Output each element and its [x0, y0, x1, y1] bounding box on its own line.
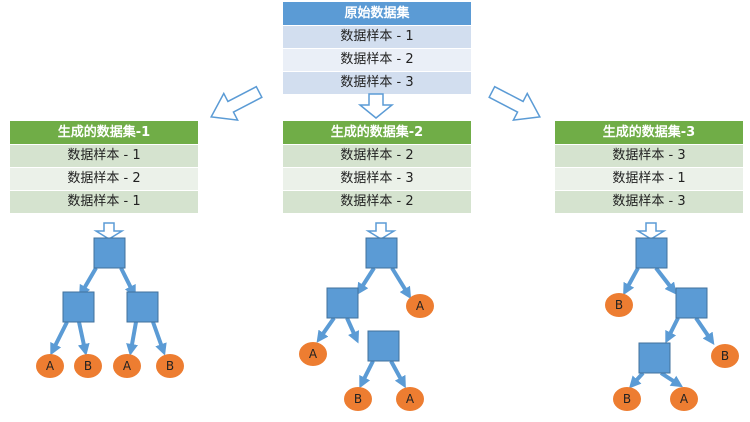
- leaf-node: [605, 293, 633, 317]
- generated-sample-row: 数据样本 - 2: [283, 144, 471, 167]
- tree-root-node: [93, 237, 126, 269]
- leaf-node: [299, 342, 327, 366]
- original-sample-row: 数据样本 - 1: [283, 25, 471, 48]
- original-dataset-table: 原始数据集 数据样本 - 1 数据样本 - 2 数据样本 - 3: [283, 2, 471, 94]
- tree-edge: [694, 316, 715, 345]
- tree-edge: [316, 316, 336, 343]
- block-arrow-left: [209, 85, 263, 121]
- leaf-node: [406, 294, 434, 318]
- generated-dataset-3-table: 生成的数据集-3 数据样本 - 3 数据样本 - 1 数据样本 - 3: [555, 121, 743, 213]
- tree-internal-node: [675, 287, 708, 319]
- tree-internal-node: [62, 291, 95, 323]
- leaf-label: B: [166, 359, 174, 373]
- tree-root-node: [635, 237, 668, 269]
- block-arrow-down-tree-1: [93, 222, 125, 240]
- tree-edge: [623, 267, 640, 296]
- tree-edge: [359, 360, 375, 389]
- generated-dataset-1-table: 生成的数据集-1 数据样本 - 1 数据样本 - 2 数据样本 - 1: [10, 121, 198, 213]
- leaf-label: A: [406, 392, 415, 406]
- decision-tree-3: B B B A: [605, 237, 739, 411]
- leaf-label: B: [84, 359, 92, 373]
- generated-dataset-2-title: 生成的数据集-2: [283, 121, 471, 144]
- tree-edge: [389, 360, 406, 389]
- leaf-label: A: [309, 347, 318, 361]
- original-dataset-title: 原始数据集: [283, 2, 471, 25]
- tree-internal-node: [367, 330, 400, 362]
- generated-sample-row: 数据样本 - 3: [555, 190, 743, 213]
- leaf-node: [613, 387, 641, 411]
- tree-edge: [665, 317, 680, 344]
- generated-sample-row: 数据样本 - 2: [283, 190, 471, 213]
- leaf-label: A: [46, 359, 55, 373]
- tree-edge: [356, 266, 376, 296]
- tree-edge: [659, 371, 684, 388]
- leaf-label: A: [680, 392, 689, 406]
- generated-dataset-1-title: 生成的数据集-1: [10, 121, 198, 144]
- block-arrow-down-tree-2: [365, 222, 397, 240]
- generated-sample-row: 数据样本 - 1: [555, 167, 743, 190]
- block-arrow-down-center: [357, 93, 395, 119]
- generated-sample-row: 数据样本 - 1: [10, 144, 198, 167]
- tree-edge: [77, 321, 90, 356]
- generated-sample-row: 数据样本 - 3: [283, 167, 471, 190]
- decision-tree-2: A A B A: [299, 237, 434, 411]
- tree-edge: [126, 321, 138, 356]
- leaf-node: [344, 387, 372, 411]
- leaf-node: [113, 354, 141, 378]
- generated-sample-row: 数据样本 - 2: [10, 167, 198, 190]
- tree-edge: [390, 266, 412, 300]
- tree-root-node: [365, 237, 398, 269]
- decision-tree-1: A B A B: [36, 237, 184, 378]
- leaf-label: A: [123, 359, 132, 373]
- leaf-label: B: [615, 298, 623, 312]
- tree-edge: [50, 321, 69, 356]
- tree-internal-node: [326, 287, 359, 319]
- leaf-label: B: [354, 392, 362, 406]
- leaf-node: [36, 354, 64, 378]
- original-sample-row: 数据样本 - 3: [283, 71, 471, 94]
- leaf-node: [74, 354, 102, 378]
- tree-edge: [78, 266, 98, 298]
- leaf-label: B: [623, 392, 631, 406]
- generated-sample-row: 数据样本 - 3: [555, 144, 743, 167]
- generated-sample-row: 数据样本 - 1: [10, 190, 198, 213]
- tree-edge: [151, 321, 167, 356]
- leaf-node: [711, 344, 739, 368]
- block-arrow-down-tree-3: [635, 222, 667, 240]
- leaf-node: [396, 387, 424, 411]
- leaf-node: [670, 387, 698, 411]
- leaf-label: B: [721, 349, 729, 363]
- tree-edge: [628, 371, 645, 389]
- tree-internal-node: [638, 342, 671, 374]
- leaf-node: [156, 354, 184, 378]
- tree-edge: [345, 317, 360, 344]
- block-arrow-right: [488, 85, 542, 121]
- original-sample-row: 数据样本 - 2: [283, 48, 471, 71]
- generated-dataset-3-title: 生成的数据集-3: [555, 121, 743, 144]
- tree-edge: [119, 267, 136, 298]
- tree-internal-node: [126, 291, 159, 323]
- leaf-label: A: [416, 299, 425, 313]
- generated-dataset-2-table: 生成的数据集-2 数据样本 - 2 数据样本 - 3 数据样本 - 2: [283, 121, 471, 213]
- tree-edge: [654, 266, 677, 295]
